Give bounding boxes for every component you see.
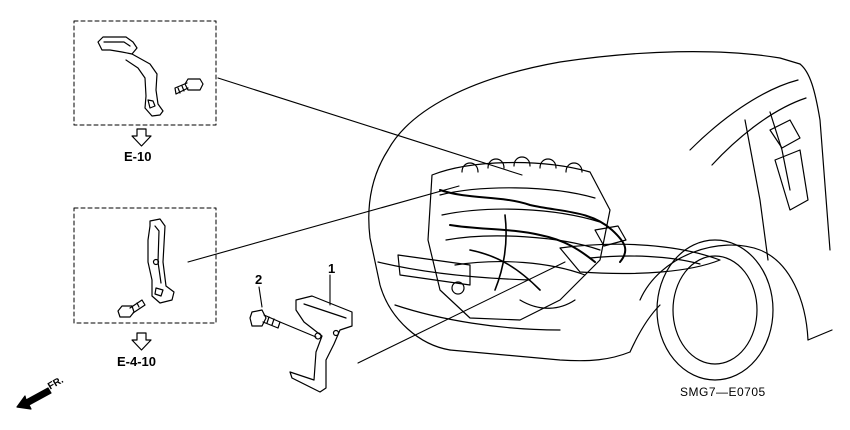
upper-ref-arrow-icon xyxy=(131,128,152,147)
front-direction-arrow-icon xyxy=(16,387,52,410)
lower-detail-inset xyxy=(73,207,217,351)
upper-bracket xyxy=(97,36,138,55)
callout-part-1: 1 xyxy=(328,261,336,276)
part-1-stay xyxy=(289,295,353,393)
reference-label-lower: E-4-10 xyxy=(117,354,157,369)
reference-label-upper: E-10 xyxy=(124,149,152,164)
engine-and-harness xyxy=(427,156,627,321)
vehicle-body xyxy=(368,51,833,381)
lower-ref-arrow-icon xyxy=(131,332,152,351)
callout-part-2: 2 xyxy=(255,272,263,287)
lower-bolt xyxy=(117,299,146,318)
upper-detail-inset xyxy=(73,20,217,147)
diagram-code: SMG7—E0705 xyxy=(680,385,766,399)
part-2-bolt xyxy=(249,309,281,329)
lower-stay xyxy=(147,218,175,304)
upper-bolt xyxy=(174,78,204,95)
leader-lines xyxy=(187,77,566,364)
